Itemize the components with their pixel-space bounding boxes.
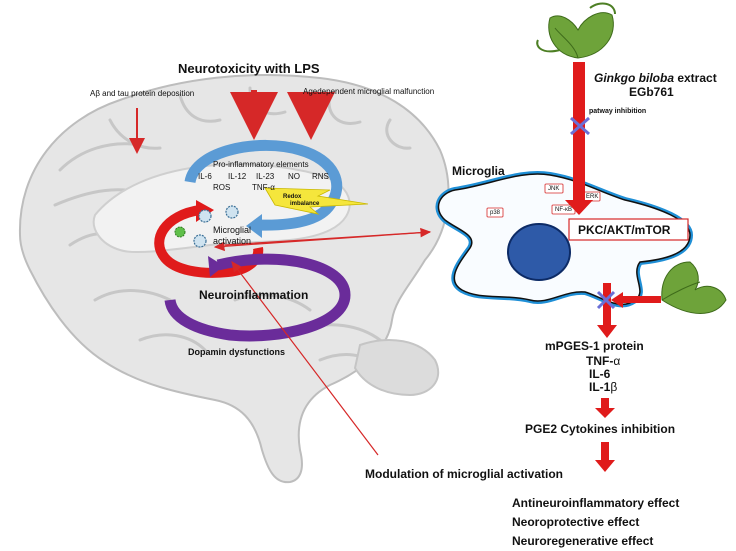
cytokines-line4: IL-1β xyxy=(589,381,617,393)
cytokine-il23: IL-23 xyxy=(256,172,275,181)
tnf-prefix: TNF- xyxy=(586,354,614,368)
il1-beta: β xyxy=(610,380,618,394)
modulation-link xyxy=(231,261,379,456)
purple-cycle-arrow xyxy=(164,253,351,342)
ginkgo-down-arrow xyxy=(565,62,593,215)
cytokines-line1: mPGES-1 protein xyxy=(545,339,644,353)
ginkgo-name: Ginkgo biloba xyxy=(594,71,674,85)
purple-arrowhead xyxy=(208,256,224,277)
marker-jnk: JNK xyxy=(548,186,560,192)
marker-box-p38 xyxy=(486,207,504,218)
inhibition-cross-icon-2 xyxy=(596,290,616,310)
tnf-alpha: α xyxy=(613,354,621,368)
cytokine-rns: RNS xyxy=(312,172,329,181)
cytokine-ros: ROS xyxy=(213,183,231,192)
microglia-title: Microglia xyxy=(452,164,505,178)
pro-inflammatory-header: Pro-inflammatory elements xyxy=(213,160,309,169)
arrow-to-pge2 xyxy=(595,398,615,418)
il1-prefix: IL-1 xyxy=(589,380,611,394)
microglial-activation-2: activation xyxy=(213,236,252,246)
cerebellum xyxy=(353,339,440,397)
pathway-inhibition-label: patway inhibition xyxy=(589,108,647,115)
microglia-cell xyxy=(435,171,694,308)
cytokine-no: NO xyxy=(288,172,300,181)
lightning-icon xyxy=(264,187,369,215)
ginkgo-leaf-icon xyxy=(536,2,616,59)
cytokine-il12: IL-12 xyxy=(228,172,247,181)
pathway-box xyxy=(568,218,689,241)
brain-outline xyxy=(18,73,450,484)
microglial-activation-1: Microglial xyxy=(213,225,252,235)
cytokines-line3: IL-6 xyxy=(589,367,611,381)
effect-neuroregenerative: Neuroregenerative effect xyxy=(512,534,654,548)
blue-cycle-arrow xyxy=(184,139,343,231)
ginkgo-label: Ginkgo biloba extract xyxy=(594,72,717,84)
cytokines-line2: TNF-α xyxy=(586,355,620,367)
ginkgo-leaf-icon-2 xyxy=(661,261,727,314)
dopamin-label: Dopamin dysfunctions xyxy=(188,347,286,357)
microglia-nucleus xyxy=(507,223,571,281)
input-arrows xyxy=(129,90,335,154)
effect-neuroprotective: Neoroprotective effect xyxy=(512,515,640,529)
ginkgo-code: EGb761 xyxy=(629,85,674,99)
ginkgo-suffix: extract xyxy=(674,71,717,85)
modulation-label: Modulation of microglial activation xyxy=(365,467,564,481)
cytokine-tnfa: TNF-α xyxy=(252,183,275,192)
cytokine-il6: IL-6 xyxy=(198,172,212,181)
ginkgo-side-arrow xyxy=(611,292,661,308)
abeta-label: Aβ and tau protein deposition xyxy=(90,89,195,98)
marker-box-jnk xyxy=(544,183,564,194)
inhibition-cross-icon xyxy=(570,116,590,136)
redox-label-2: imbalance xyxy=(290,201,320,207)
pathway-arrows xyxy=(565,62,661,472)
arrow-to-effects xyxy=(595,442,615,472)
marker-erk: ERK xyxy=(586,194,599,200)
marker-nfkb: NF-κB xyxy=(555,207,572,213)
age-label: Agedependent microglial malfunction xyxy=(303,87,435,96)
diagram-title: Neurotoxicity with LPS xyxy=(178,61,320,76)
blue-arrowhead xyxy=(246,214,262,238)
pathway-box-label: PKC/AKT/mTOR xyxy=(578,223,671,237)
pge2-label: PGE2 Cytokines inhibition xyxy=(525,422,676,436)
microglia-cells-small xyxy=(174,205,239,248)
arrow-to-cytokines xyxy=(597,283,617,338)
marker-p38: p38 xyxy=(490,210,501,216)
redox-label-1: Redox xyxy=(283,194,302,200)
brain-illustration xyxy=(18,73,450,484)
neuroinflammation-label: Neuroinflammation xyxy=(199,288,309,302)
effect-antineuroinflammatory: Antineuroinflammatory effect xyxy=(512,496,680,510)
